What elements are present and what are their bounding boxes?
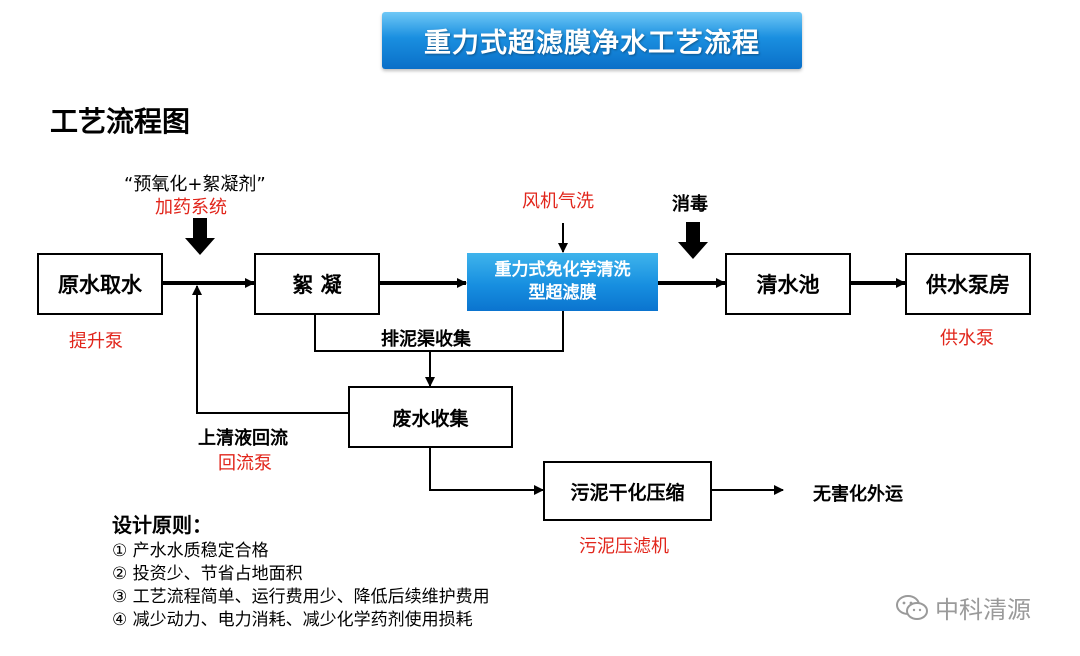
node-raw-water: 原水取水	[37, 253, 163, 315]
principle-item: ④ 减少动力、电力消耗、减少化学药剂使用损耗	[112, 610, 473, 630]
node-clear-pool: 清水池	[725, 253, 851, 315]
node-uf-label-1: 重力式免化学清洗	[494, 260, 631, 280]
principles-title: 设计原则：	[112, 513, 212, 537]
node-waste-collect-label: 废水收集	[392, 407, 469, 430]
drain-line	[314, 310, 564, 352]
principle-item: ② 投资少、节省占地面积	[112, 564, 303, 584]
node-clear-pool-label: 清水池	[756, 273, 820, 297]
waste-to-sludge-line	[429, 446, 544, 495]
banner-title: 重力式超滤膜净水工艺流程	[424, 28, 760, 59]
node-supply-pump-room-label: 供水泵房	[926, 273, 1010, 297]
drain-collect-label: 排泥渠收集	[381, 329, 471, 350]
disinfection-label: 消毒	[672, 194, 708, 215]
node-flocculation: 絮 凝	[254, 253, 380, 315]
page-banner: 重力式超滤膜净水工艺流程	[382, 12, 802, 69]
principle-item: ③ 工艺流程简单、运行费用少、降低后续维护费用	[112, 587, 490, 607]
sludge-press-label: 污泥压滤机	[579, 536, 669, 557]
node-sludge-dry: 污泥干化压缩	[543, 461, 712, 521]
node-waste-collect: 废水收集	[348, 386, 513, 448]
supply-pump-label: 供水泵	[940, 328, 994, 349]
dosing-top-label: “预氧化+絮凝剂”	[124, 174, 266, 195]
return-line	[192, 285, 348, 414]
section-title: 工艺流程图	[50, 105, 191, 138]
wechat-icon	[896, 594, 928, 620]
disinfection-arrow	[678, 222, 708, 259]
node-supply-pump-room: 供水泵房	[905, 253, 1031, 315]
node-flocculation-label: 絮 凝	[292, 273, 342, 297]
lift-pump-label: 提升泵	[69, 331, 123, 352]
node-uf-label-2: 型超滤膜	[528, 283, 597, 303]
principle-item: ① 产水水质稳定合格	[112, 541, 269, 561]
watermark-text: 中科清源	[935, 596, 1031, 624]
node-sludge-dry-label: 污泥干化压缩	[570, 481, 685, 504]
dosing-arrow	[185, 218, 215, 255]
return-pump-label: 回流泵	[218, 453, 272, 474]
node-uf-membrane: 重力式免化学清洗 型超滤膜	[467, 253, 658, 311]
node-raw-water-label: 原水取水	[58, 273, 142, 297]
dosing-system-label: 加药系统	[155, 197, 227, 218]
watermark: 中科清源	[895, 590, 1031, 625]
harmless-transport-label: 无害化外运	[813, 484, 903, 505]
design-principles: 设计原则： ① 产水水质稳定合格 ② 投资少、节省占地面积 ③ 工艺流程简单、运…	[112, 509, 490, 632]
supernatant-return-label: 上清液回流	[198, 428, 288, 449]
air-wash-label: 风机气洗	[522, 191, 594, 212]
